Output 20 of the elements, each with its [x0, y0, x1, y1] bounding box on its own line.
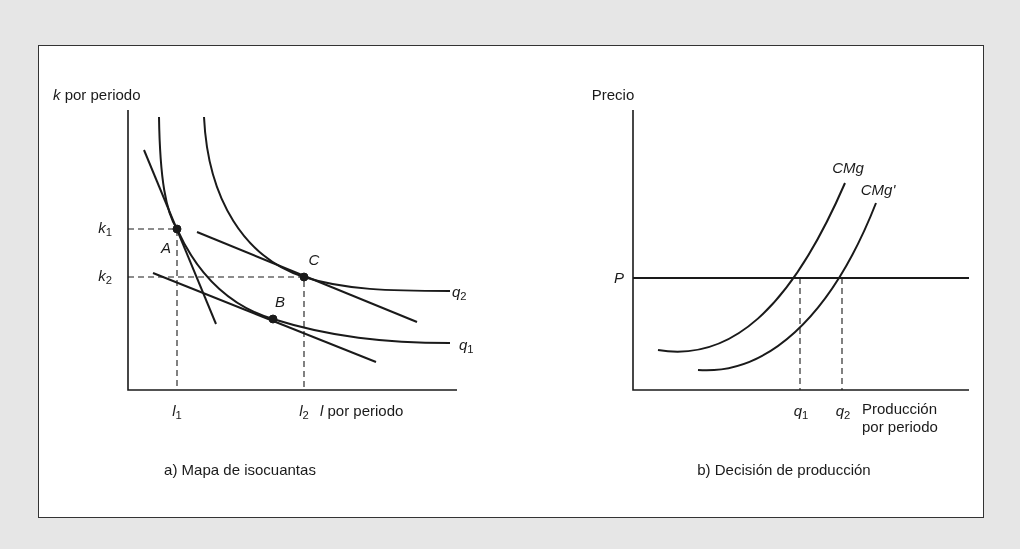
point-label: C	[308, 251, 320, 269]
tick-label: k$_{1}$	[98, 219, 112, 237]
curve-label: q$_{2}$	[452, 283, 467, 301]
curve-label: CMg'	[860, 181, 896, 199]
tick-label: l$_{2}$	[299, 402, 309, 420]
axis-label: Precio	[591, 86, 635, 104]
chart-caption: b) Decisión de producción	[697, 461, 871, 479]
tick-label: P	[614, 269, 624, 287]
chart-caption: a) Mapa de isocuantas	[164, 461, 316, 479]
tick-label: l$_{1}$	[172, 402, 182, 420]
tick-label: k$_{2}$	[98, 267, 112, 285]
curve-label: q$_{1}$	[459, 336, 474, 354]
axis-label: Producción por periodo	[862, 400, 939, 436]
point-label: A	[161, 239, 171, 257]
tick-label: q$_{2}$	[835, 402, 851, 420]
curve-label: CMg	[832, 159, 864, 177]
axis-label: k por periodo	[53, 86, 141, 104]
axis-label: l por periodo	[320, 402, 404, 420]
tick-label: q$_{1}$	[793, 402, 809, 420]
point-label: B	[275, 293, 285, 311]
